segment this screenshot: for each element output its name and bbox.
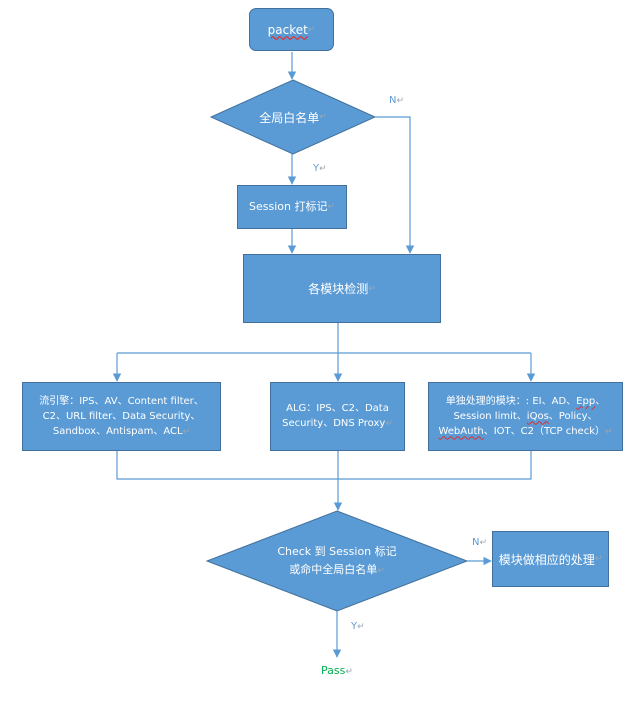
standalone-line-1-end: 、 — [595, 395, 606, 407]
alg-line-1: ALG：IPS、C2、Data — [286, 403, 389, 414]
standalone-line-2-end: 、Policy、 — [548, 410, 598, 422]
standalone-line-2: Session limit、 — [453, 410, 527, 422]
return-mark: ↵ — [345, 667, 353, 677]
return-mark: ↵ — [319, 112, 327, 122]
return-mark: ↵ — [604, 426, 613, 437]
standalone-line-3: 、IOT、C2（TCP check） — [483, 425, 605, 437]
module-detection-label: 各模块检测 — [308, 282, 369, 296]
packet-node: packet↵ — [249, 8, 334, 51]
return-mark: ↵ — [479, 538, 488, 548]
check-label-box: Check 到 Session 标记 或命中全局白名单↵ — [252, 541, 422, 581]
return-mark: ↵ — [368, 283, 376, 294]
global-whitelist-label: 全局白名单 — [259, 110, 320, 125]
standalone-epp: Epp — [576, 395, 596, 407]
return-mark: ↵ — [307, 24, 316, 35]
module-handle-label: 模块做相应的处理 — [498, 552, 595, 567]
check-yes-text: Y — [351, 621, 358, 632]
stream-engine-line-2: C2、URL filter、Data Security、 — [42, 410, 201, 422]
module-detection-node: 各模块检测↵ — [243, 254, 441, 323]
stream-engine-line-3: Sandbox、Antispam、ACL — [52, 425, 183, 437]
return-mark: ↵ — [594, 554, 603, 564]
return-mark: ↵ — [385, 419, 393, 429]
standalone-iqos: iQos — [526, 410, 549, 422]
check-yes-label: Y↵ — [351, 621, 365, 632]
standalone-webauth: WebAuth — [438, 425, 484, 437]
stream-engine-line-1: 流引擎：IPS、AV、Content filter、 — [39, 395, 204, 407]
whitelist-no-label: N↵ — [389, 95, 404, 106]
edge-whitelist-no — [375, 116, 415, 254]
stream-engine-node: 流引擎：IPS、AV、Content filter、 C2、URL filter… — [22, 382, 221, 451]
packet-label: packet — [267, 22, 308, 37]
return-mark: ↵ — [319, 164, 327, 174]
check-line-2: 或命中全局白名单 — [289, 562, 378, 576]
connectors — [112, 52, 536, 658]
session-mark-label: Session 打标记 — [248, 200, 328, 213]
standalone-modules-node: 单独处理的模块：: EI、AD、Epp、 Session limit、iQos、… — [428, 382, 623, 451]
return-mark: ↵ — [396, 96, 405, 106]
check-no-text: N — [472, 537, 480, 548]
return-mark: ↵ — [327, 202, 335, 212]
pass-label: Pass — [321, 664, 346, 677]
whitelist-yes-label: Y↵ — [313, 163, 327, 174]
check-no-label: N↵ — [472, 537, 487, 548]
check-line-1: Check 到 Session 标记 — [277, 544, 397, 558]
whitelist-yes-text: Y — [313, 163, 320, 174]
whitelist-no-text: N — [389, 95, 397, 106]
module-handle-node: 模块做相应的处理↵ — [492, 531, 609, 587]
return-mark: ↵ — [377, 565, 385, 576]
session-mark-node: Session 打标记↵ — [237, 185, 347, 229]
global-whitelist-diamond — [209, 79, 377, 155]
return-mark: ↵ — [182, 426, 191, 437]
return-mark: ↵ — [357, 622, 365, 632]
pass-terminal: Pass↵ — [321, 664, 353, 677]
alg-node: ALG：IPS、C2、Data Security、DNS Proxy↵ — [270, 382, 405, 451]
standalone-line-1: 单独处理的模块：: EI、AD、 — [445, 395, 577, 407]
global-whitelist-label-box: 全局白名单↵ — [231, 106, 355, 128]
edge-merge-left — [116, 451, 532, 480]
alg-line-2: Security、DNS Proxy — [282, 418, 386, 429]
